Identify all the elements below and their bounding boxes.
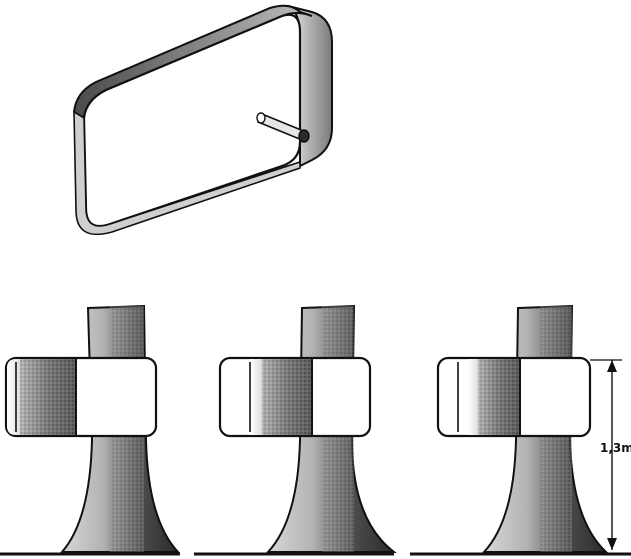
band-3-stipple: [478, 359, 520, 435]
peg-base: [299, 130, 309, 142]
panel-isometric: [74, 6, 332, 235]
band-2-stipple: [262, 359, 312, 435]
peg-head: [257, 113, 265, 123]
height-dimension: 1,3m: [590, 360, 631, 550]
arrow-up-icon: [607, 360, 617, 372]
tree-2: [220, 306, 394, 552]
tree-1: [6, 306, 178, 552]
band-1-stipple: [20, 359, 76, 435]
tree-3: [438, 306, 606, 552]
band-3: [438, 358, 590, 436]
band-1: [6, 358, 156, 436]
band-2: [220, 358, 370, 436]
arrow-down-icon: [607, 538, 617, 550]
height-label: 1,3m: [600, 441, 631, 455]
